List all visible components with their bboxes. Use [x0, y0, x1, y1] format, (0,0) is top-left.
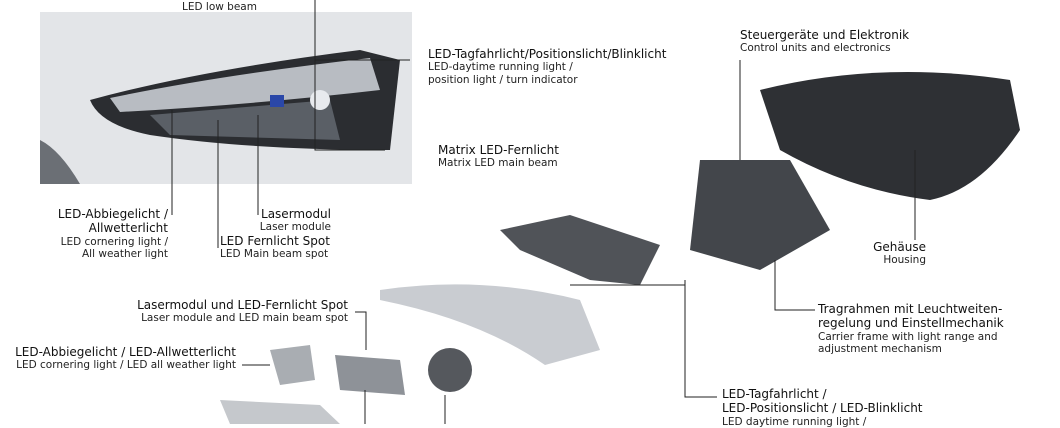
label-drl-en2: position light / turn indicator: [428, 73, 578, 86]
label-matrix-de: Matrix LED-Fernlicht: [438, 143, 559, 157]
label-laser-de: Lasermodul: [261, 207, 331, 221]
label-housing-en: Housing: [883, 254, 926, 267]
label-matrix-en: Matrix LED main beam: [438, 157, 558, 170]
label-spot: LED Fernlicht Spot LED Main beam spot: [220, 234, 330, 261]
leader-lines: [171, 0, 916, 424]
label-carrier-en1: Carrier frame with light range and: [818, 330, 998, 343]
label-housing: Gehäuse Housing: [873, 240, 926, 267]
label-laser-spot-en: Laser module and LED main beam spot: [141, 312, 348, 325]
label-laser-spot-de: Lasermodul und LED-Fernlicht Spot: [137, 298, 348, 312]
label-laser-en: Laser module: [259, 221, 331, 234]
label-carrier: Tragrahmen mit Leuchtweiten- regelung un…: [818, 302, 1004, 356]
label-control: Steuergeräte und Elektronik Control unit…: [740, 28, 909, 55]
label-cornering-en2: All weather light: [82, 248, 168, 261]
label-spot-de: LED Fernlicht Spot: [220, 234, 330, 248]
label-spot-en: LED Main beam spot: [220, 248, 329, 261]
label-drl2: LED-Tagfahrlicht / LED-Positionslicht / …: [722, 387, 923, 428]
car-headlight-photo: [40, 12, 412, 184]
label-drl-en1: LED-daytime running light /: [428, 61, 573, 74]
label-cornering2: LED-Abbiegelicht / LED-Allwetterlicht LE…: [15, 345, 236, 372]
label-drl2-en1: LED daytime running light /: [722, 415, 867, 428]
label-cornering2-de: LED-Abbiegelicht / LED-Allwetterlicht: [15, 345, 236, 359]
label-cornering: LED-Abbiegelicht / Allwetterlicht LED co…: [58, 207, 168, 261]
label-drl-de: LED-Tagfahrlicht/Positionslicht/Blinklic…: [428, 47, 667, 61]
label-housing-de: Gehäuse: [873, 240, 926, 254]
label-cornering-en1: LED cornering light /: [60, 235, 168, 248]
label-carrier-en2: adjustment mechanism: [818, 343, 942, 356]
label-drl2-de1: LED-Tagfahrlicht /: [722, 387, 827, 401]
label-laser-spot: Lasermodul und LED-Fernlicht Spot Laser …: [137, 298, 348, 325]
label-carrier-de1: Tragrahmen mit Leuchtweiten-: [818, 302, 1003, 316]
label-control-en: Control units and electronics: [740, 42, 891, 55]
label-cornering-de1: LED-Abbiegelicht /: [57, 207, 168, 221]
label-low-beam-en: LED low beam: [182, 1, 257, 13]
label-cornering-de2: Allwetterlicht: [88, 221, 168, 236]
exploded-parts: [220, 72, 1020, 424]
label-drl: LED-Tagfahrlicht/Positionslicht/Blinklic…: [428, 47, 666, 87]
label-drl2-de2: LED-Positionslicht / LED-Blinklicht: [722, 401, 923, 416]
label-cornering2-en: LED cornering light / LED all weather li…: [16, 359, 236, 372]
label-control-de: Steuergeräte und Elektronik: [740, 28, 910, 42]
label-carrier-de2: regelung und Einstellmechanik: [818, 316, 1004, 331]
label-laser: Lasermodul Laser module: [260, 207, 331, 234]
label-matrix: Matrix LED-Fernlicht Matrix LED main bea…: [438, 143, 559, 170]
